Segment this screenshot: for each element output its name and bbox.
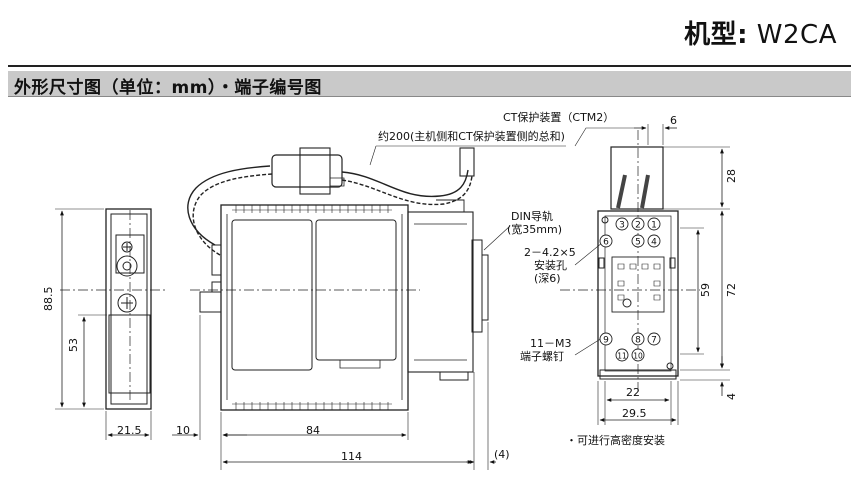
dim-4: 4	[725, 393, 738, 400]
mount-hole-label-2: 安装孔	[534, 258, 567, 272]
dim-22: 22	[626, 386, 640, 399]
dim-10: 10	[176, 424, 190, 437]
dim-53: 53	[67, 338, 80, 352]
terminal-circle	[631, 332, 645, 346]
terminal-screw-label-1: 11－M3	[530, 337, 572, 350]
terminal-circle	[615, 348, 629, 362]
model-heading: 机型: W2CA	[684, 14, 837, 51]
dim-114: 114	[341, 450, 362, 463]
dim-4-paren: (4)	[494, 448, 510, 461]
section-title: 外形尺寸图（单位：mm）・端子编号图	[14, 78, 322, 98]
ct-protector-label: CT保护装置（CTM2）	[503, 110, 614, 124]
model-label: 机型:	[684, 20, 749, 50]
dim-28: 28	[725, 169, 738, 183]
high-density-note: ・可进行高密度安装	[566, 433, 665, 447]
terminal-circle	[647, 234, 661, 248]
terminal-circle	[647, 217, 661, 231]
model-value: W2CA	[756, 20, 837, 50]
dim-88-5: 88.5	[42, 287, 55, 312]
terminal-circle	[631, 348, 645, 362]
header-rule	[8, 65, 851, 67]
dim-59: 59	[699, 283, 712, 297]
dim-21-5: 21.5	[117, 424, 142, 437]
dim-72: 72	[725, 283, 738, 297]
terminal-circle	[631, 217, 645, 231]
din-rail-label-1: DIN导轨	[511, 209, 553, 223]
front-view	[172, 204, 475, 470]
terminal-number: 6	[603, 238, 609, 248]
terminal-circle	[599, 234, 613, 248]
terminal-number: 2	[635, 221, 641, 231]
terminal-number: 8	[635, 336, 641, 346]
dim-6: 6	[670, 114, 677, 127]
din-socket-view	[407, 199, 511, 470]
cable-length-label: 约200(主机侧和CT保护装置侧的总和)	[378, 129, 565, 143]
terminal-screw-label-2: 端子螺钉	[520, 350, 564, 363]
terminal-number: 9	[603, 336, 609, 346]
terminal-number: 3	[619, 221, 625, 231]
mount-hole-label-3: (深6)	[534, 272, 561, 285]
terminal-number: 1	[651, 221, 657, 231]
terminal-number: 11	[617, 352, 627, 361]
terminal-number: 7	[651, 336, 657, 346]
terminal-number: 10	[633, 352, 643, 361]
terminal-circle	[599, 332, 613, 346]
mount-hole-label-1: 2－4.2×5	[524, 246, 576, 259]
terminal-circle	[647, 332, 661, 346]
dim-29-5: 29.5	[622, 407, 647, 420]
section-bar	[8, 71, 851, 97]
terminal-number: 4	[651, 238, 657, 248]
cable-ct	[187, 145, 566, 256]
terminal-view	[560, 124, 730, 425]
dim-84: 84	[306, 424, 320, 437]
din-rail-label-2: (宽35mm)	[507, 222, 562, 236]
terminal-numbers: 123 45 6 78 9 10 11	[599, 217, 661, 362]
terminal-circle	[631, 234, 645, 248]
side-view	[55, 208, 165, 440]
terminal-number: 5	[635, 238, 641, 248]
terminal-circle	[615, 217, 629, 231]
